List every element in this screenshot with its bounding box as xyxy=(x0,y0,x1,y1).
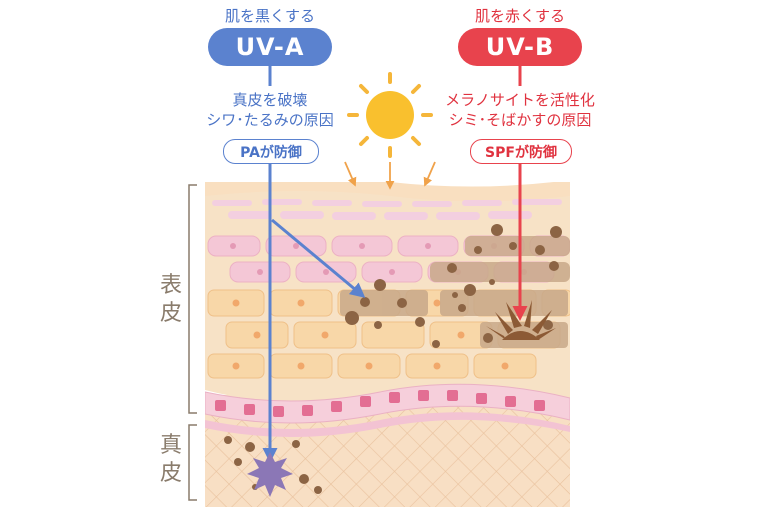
uva-caption: 肌を黒くする xyxy=(224,7,315,25)
uvb-caption: 肌を赤くする xyxy=(474,7,565,25)
uvb-badge: UV-B xyxy=(458,28,582,66)
uvb-desc-line1: メラノサイトを活性化 xyxy=(445,91,595,109)
sun-icon xyxy=(347,72,433,158)
dermis-label-text: 真皮 xyxy=(159,433,182,486)
uvb-protection-badge: SPFが防御 xyxy=(470,139,572,164)
uva-desc-line1: 真皮を破壊 xyxy=(232,91,308,109)
uva-badge: UV-A xyxy=(208,28,332,66)
uvb-desc-line2: シミ･そばかすの原因 xyxy=(448,111,592,129)
damage-burst-icon xyxy=(247,452,293,497)
epidermis-label-text: 表皮 xyxy=(159,273,182,326)
uva-desc-line2: シワ･たるみの原因 xyxy=(206,111,334,129)
dermis-label: 真皮 xyxy=(157,432,185,488)
epidermis-label: 表皮 xyxy=(157,272,185,328)
uva-protection-badge: PAが防御 xyxy=(223,139,319,164)
